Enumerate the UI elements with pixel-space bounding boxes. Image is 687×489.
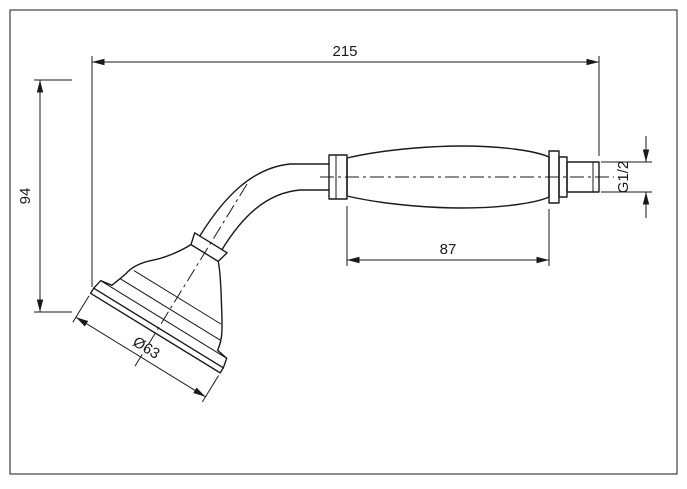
centerline-head-axis <box>134 182 249 367</box>
dim-215-label: 215 <box>332 43 357 60</box>
shower-head-object <box>89 145 614 374</box>
dim-63-extension-left <box>72 295 90 323</box>
dim-94-label: 94 <box>17 188 34 205</box>
head-collar-band <box>190 232 228 263</box>
head-groove-line-2 <box>133 270 222 325</box>
handle-ferrule-left <box>328 154 348 200</box>
dim-handle-length: 87 <box>346 206 550 266</box>
dim-63-line <box>75 316 206 398</box>
thread-size-group: G1/2 <box>601 136 652 218</box>
dim-63-extension-right <box>201 375 220 403</box>
arm-outer-edge <box>199 163 330 237</box>
arm-inner-edge <box>221 189 330 251</box>
dim-height: 94 <box>17 79 72 313</box>
head-rim-line <box>100 280 227 359</box>
thread-size-label: G1/2 <box>615 161 632 194</box>
dim-head-diameter: Ø63 <box>72 295 220 403</box>
drawing-border <box>9 9 678 475</box>
dim-87-label: 87 <box>440 241 457 258</box>
dim-overall-length: 215 <box>91 43 600 287</box>
head-face-line <box>92 287 225 369</box>
dim-63-label: Ø63 <box>130 333 163 362</box>
head-groove-line-1 <box>119 277 221 341</box>
thread-cylinder <box>566 161 600 193</box>
